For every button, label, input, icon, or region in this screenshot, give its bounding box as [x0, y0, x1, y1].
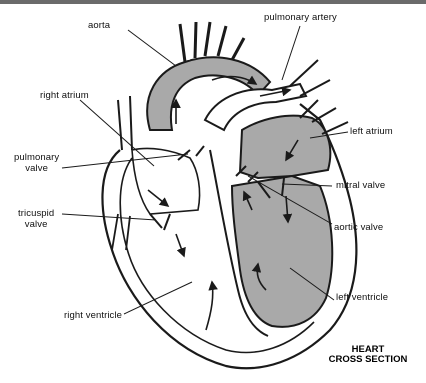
label-aorta: aorta: [88, 20, 110, 31]
leader-tricuspid-valve: [62, 214, 156, 220]
pulmonary-valve-flaps: [178, 146, 204, 160]
leader-aorta: [128, 30, 176, 66]
label-right-ventricle: right ventricle: [64, 310, 122, 321]
leader-right-atrium: [80, 100, 154, 166]
aortic-branch-inner: [186, 28, 218, 60]
flow-arrow: [206, 282, 213, 330]
diagram-caption: HEART CROSS SECTION: [318, 345, 418, 365]
label-tricuspid-valve: tricuspid valve: [18, 208, 54, 230]
label-aortic-valve: aortic valve: [334, 222, 383, 233]
label-left-atrium: left atrium: [350, 126, 393, 137]
label-left-ventricle: left ventricle: [336, 292, 388, 303]
superior-vena-cava: [118, 96, 132, 150]
label-pulmonary-valve: pulmonary valve: [14, 152, 59, 174]
flow-arrow: [176, 234, 184, 256]
left-atrium: [240, 116, 330, 178]
tricuspid-valve-flaps: [150, 214, 170, 230]
flow-arrow: [148, 190, 168, 206]
leader-pulmonary-valve: [62, 154, 188, 168]
label-mitral-valve: mitral valve: [336, 180, 385, 191]
label-pulmonary-artery: pulmonary artery: [264, 12, 337, 23]
leader-pulmonary-artery: [282, 26, 300, 80]
caption-line-2: CROSS SECTION: [318, 355, 418, 365]
leader-right-ventricle: [124, 282, 192, 314]
label-right-atrium: right atrium: [40, 90, 89, 101]
